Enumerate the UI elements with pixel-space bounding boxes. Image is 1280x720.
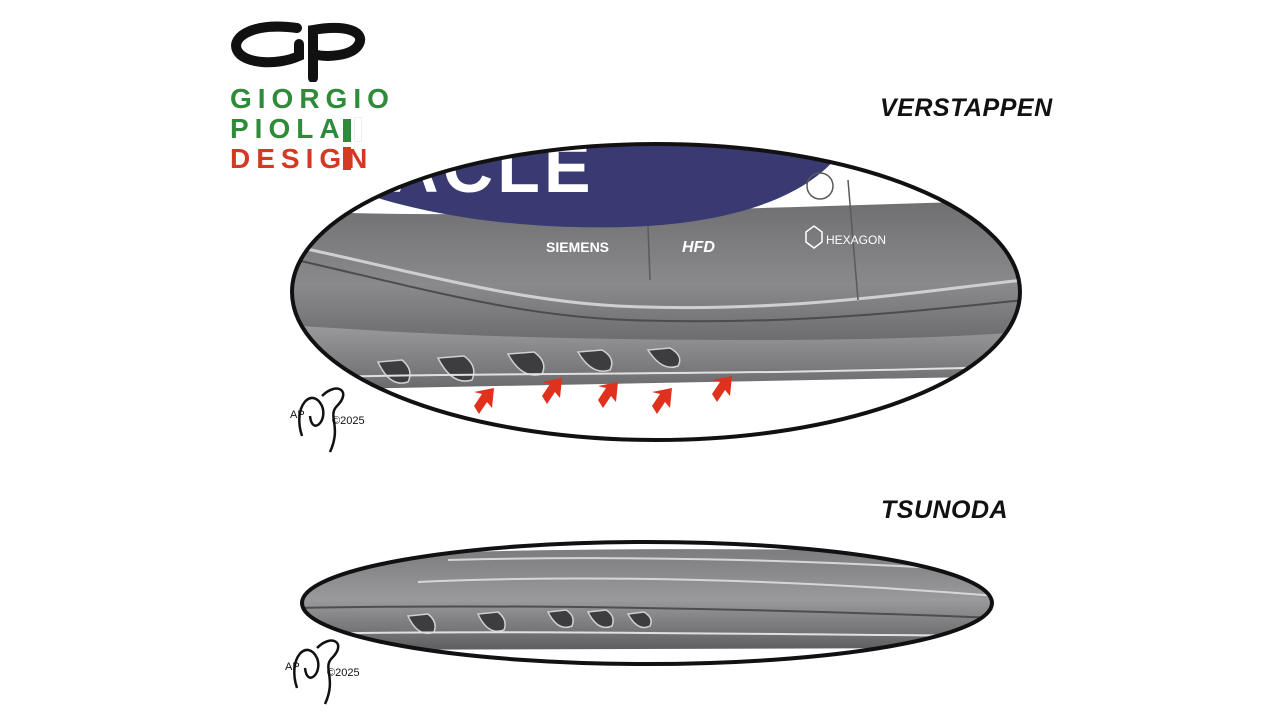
- gp-monogram-icon: [231, 21, 366, 82]
- floor-edge-fences: [376, 347, 681, 384]
- arrow-icon: [712, 376, 732, 402]
- signature-initials: AP: [290, 409, 305, 421]
- verstappen-floor-illustration: ACLE SIEMENS HFD HEXAGON: [290, 142, 1022, 442]
- tsunoda-floor-illustration: [300, 540, 994, 666]
- artist-signature: AP ©2025: [290, 387, 365, 453]
- floor-edge-fences: [406, 609, 652, 634]
- logo-line-giorgio: GIORGIO: [230, 83, 395, 114]
- artist-signature: AP ©2025: [285, 639, 360, 705]
- sponsor-hfd: HFD: [682, 239, 715, 256]
- arrow-icon: [474, 388, 494, 414]
- arrow-icon: [598, 382, 618, 408]
- driver-label-tsunoda: TSUNODA: [881, 496, 1009, 524]
- signature-year: ©2025: [327, 667, 360, 679]
- giorgio-piola-logo: GIORGIO PIOLA DESIGN: [225, 20, 389, 180]
- logo-line-design: DESIGN: [230, 143, 374, 174]
- signature-year: ©2025: [332, 415, 365, 427]
- arrow-icon: [542, 378, 562, 404]
- logo-line-piola: PIOLA: [230, 113, 346, 144]
- italian-flag-icon: [343, 117, 375, 175]
- airflow-arrows: [474, 376, 732, 414]
- driver-label-verstappen: VERSTAPPEN: [880, 94, 1053, 122]
- sponsor-siemens: SIEMENS: [546, 239, 609, 255]
- sponsor-hexagon: HEXAGON: [826, 233, 886, 247]
- signature-initials: AP: [285, 661, 300, 673]
- hexagon-logo-icon: [805, 225, 823, 249]
- arrow-icon: [652, 388, 672, 414]
